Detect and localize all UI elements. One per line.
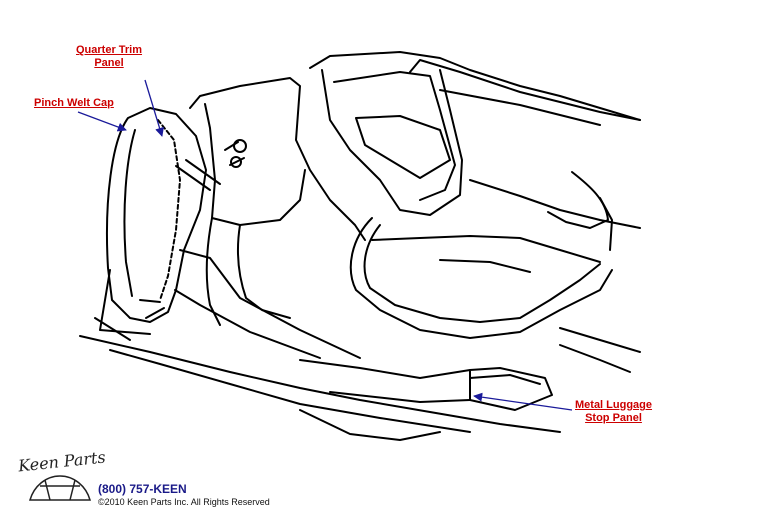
label-metal-luggage: Metal Luggage Stop Panel [575, 399, 652, 425]
label-quarter-trim: Quarter Trim Panel [76, 44, 142, 70]
label-quarter-trim-line2: Panel [94, 57, 124, 69]
phone-number[interactable]: (800) 757-KEEN [98, 482, 187, 496]
arrow-pinch-welt [77, 111, 127, 132]
copyright: ©2010 Keen Parts Inc. All Rights Reserve… [98, 497, 270, 507]
label-quarter-trim-line1: Quarter Trim [76, 44, 143, 56]
logo-car-icon [29, 475, 91, 501]
label-metal-luggage-line2: Stop Panel [585, 412, 642, 424]
arrow-metal-luggage [473, 392, 573, 411]
label-pinch-welt: Pinch Welt Cap [34, 97, 114, 109]
label-metal-luggage-line1: Metal Luggage [575, 399, 653, 411]
car-body-linework [79, 51, 641, 441]
arrow-quarter-trim [144, 79, 164, 137]
